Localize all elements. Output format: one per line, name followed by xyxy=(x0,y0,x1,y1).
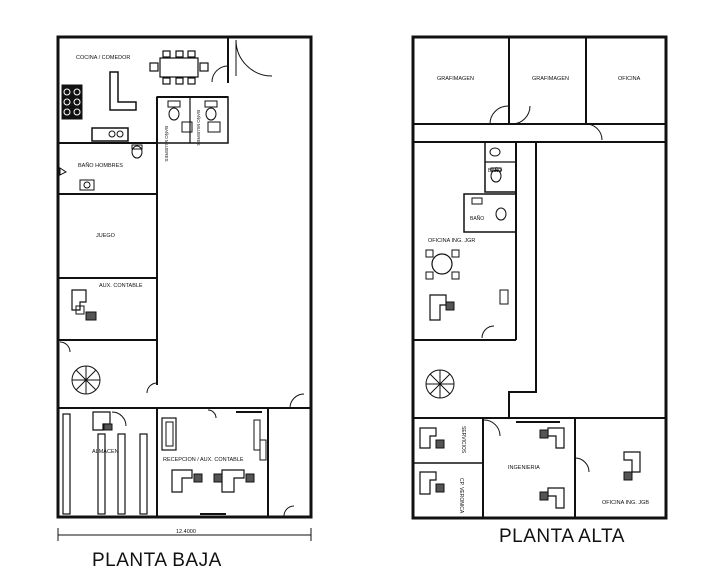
room-label-cp-veronica: CP. VERONICA xyxy=(458,478,464,514)
ground-floor-plan: COCINA / COMEDOR BAÑO MUJERES BAÑO MUJER… xyxy=(56,35,313,541)
spiral-stair-icon xyxy=(71,365,101,395)
room-label-grafimagen-1: GRAFIMAGEN xyxy=(437,76,474,82)
cp-veronica-room: CP. VERONICA xyxy=(419,471,464,514)
upper-floor-plan: GRAFIMAGEN GRAFIMAGEN OFICINA BAÑO BAÑO xyxy=(411,35,668,520)
caption-planta-alta: PLANTA ALTA xyxy=(499,526,625,547)
upper-bathrooms: BAÑO BAÑO xyxy=(463,141,517,233)
ingenieria-room: INGENIERIA xyxy=(508,421,565,509)
dimension-label: 12.4000 xyxy=(176,529,196,535)
room-label-oficina: OFICINA xyxy=(618,76,641,82)
game-room: JUEGO xyxy=(57,193,158,279)
aux-contable-room: AUX. CONTABLE xyxy=(57,277,158,353)
room-label-bano-mujeres-1: BAÑO MUJERES xyxy=(164,126,170,162)
spiral-stair-icon xyxy=(425,369,455,399)
room-label-oficina-ing-jgr: OFICINA ING. JGR xyxy=(428,238,475,244)
servicios-room: SERVICIOS xyxy=(419,426,466,454)
room-label-aux-contable: AUX. CONTABLE xyxy=(99,283,143,289)
room-label-oficina-ing-jgb: OFICINA ING. JGB xyxy=(602,500,649,506)
room-label-servicios: SERVICIOS xyxy=(460,426,466,454)
room-label-bano-2: BAÑO xyxy=(470,215,484,222)
room-label-bano-1: BAÑO xyxy=(488,167,502,174)
womens-bathrooms: BAÑO MUJERES BAÑO MUJERES xyxy=(156,96,229,162)
room-label-juego: JUEGO xyxy=(96,233,116,239)
almacen-room: ALMACEN xyxy=(62,408,158,517)
room-label-almacen: ALMACEN xyxy=(92,449,119,455)
mens-bathroom: BAÑO HOMBRES xyxy=(57,142,158,195)
room-label-grafimagen-2: GRAFIMAGEN xyxy=(532,76,569,82)
room-label-recepcion: RECEPCION / AUX. CONTABLE xyxy=(163,457,244,463)
dining-table-icon xyxy=(149,50,209,85)
room-label-bano-hombres: BAÑO HOMBRES xyxy=(78,162,123,169)
sink-icon xyxy=(91,127,129,142)
stove-icon xyxy=(61,84,83,120)
room-label-ingenieria: INGENIERIA xyxy=(508,465,540,471)
caption-planta-baja: PLANTA BAJA xyxy=(92,550,222,571)
room-label-bano-mujeres-2: BAÑO MUJERES xyxy=(196,110,202,146)
room-label-cocina: COCINA / COMEDOR xyxy=(76,55,130,61)
recepcion-room: RECEPCION / AUX. CONTABLE xyxy=(161,408,295,517)
dimension-line: 12.4000 xyxy=(57,528,312,541)
office-ing-jgr: OFICINA ING. JGR xyxy=(413,238,516,341)
oficina-ing-jgb-room: OFICINA ING. JGB xyxy=(602,451,649,506)
